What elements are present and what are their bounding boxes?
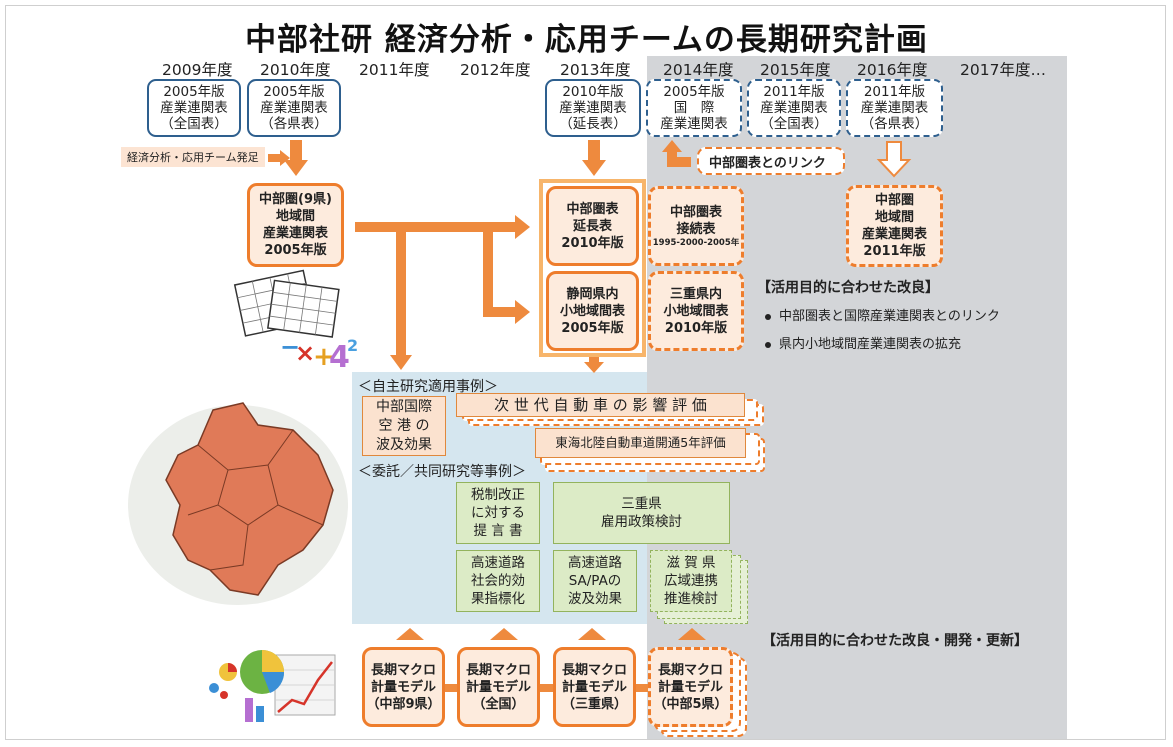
times-symbol: × (295, 339, 315, 367)
dot-blue (209, 683, 219, 693)
launch-arrow-head (280, 150, 290, 166)
year-2010: 2010年度 (260, 61, 331, 79)
model-link-3 (632, 684, 648, 692)
up-arrow-4 (678, 628, 706, 640)
down-to-panel-head (584, 362, 604, 373)
improvement-item-2: 県内小地域間産業連関表の拡充 (765, 333, 961, 352)
io-table-2011-national: 2011年版産業連関表（全国表） (747, 79, 841, 137)
branch-down-shaft (396, 232, 406, 357)
macro-model-national: 長期マクロ計量モデル（全国） (457, 647, 540, 727)
up-arrow-2 (490, 628, 518, 640)
next-gen-car-case: 次 世 代 自 動 車 の 影 響 評 価 (456, 393, 745, 417)
model-link-1 (441, 684, 457, 692)
own-research-heading: ＜自主研究適用事例＞ (358, 379, 498, 395)
link-arrow-foot (667, 157, 691, 167)
link-label: 中部圏表とのリンク (709, 156, 826, 171)
dot-red (220, 691, 228, 699)
page-title: 中部社研 経済分析・応用チームの長期研究計画 (245, 22, 928, 58)
down-arrow-2010-shaft (290, 140, 302, 160)
chubu-map-illustration (128, 402, 348, 605)
down-arrow-2013-head (582, 160, 606, 176)
shiga-regional-cooperation: 滋 賀 県広域連携推進検討 (650, 550, 732, 612)
chubu-connected-table: 中部圏表接続表 1995-2000-2005年 (648, 186, 744, 266)
macro-model-mie: 長期マクロ計量モデル（三重県） (553, 647, 636, 727)
main-branch-bar (355, 222, 515, 232)
branch-shizuoka-head (515, 300, 530, 324)
models-heading: 【活用目的に合わせた改良・開発・更新】 (762, 633, 1028, 649)
charts-illustration (209, 650, 336, 722)
page-frame (5, 5, 1166, 740)
year-2012: 2012年度 (460, 61, 531, 79)
io-table-2005-prefectural: 2005年版産業連関表（各県表） (247, 79, 341, 137)
trend-line (277, 661, 333, 713)
minus-symbol: − (280, 333, 300, 361)
year-2015: 2015年度 (760, 61, 831, 79)
down-to-panel-shaft (589, 355, 599, 363)
model-link-2 (538, 684, 554, 692)
commission-heading: ＜委託／共同研究等事例＞ (358, 464, 526, 480)
branch-shizuoka-vertical (483, 232, 493, 312)
down-arrow-2013-shaft (588, 140, 600, 160)
branch-down-head (390, 355, 412, 370)
io-table-2011-prefectural: 2011年版産業連関表（各県表） (846, 79, 943, 137)
up-arrow-1 (396, 628, 424, 640)
year-2013: 2013年度 (560, 61, 631, 79)
2013-highlight-frame (539, 179, 646, 357)
io-table-2005-national: 2005年版産業連関表（全国表） (147, 79, 241, 137)
expressway-evaluation-case: 東海北陸自動車道開通5年評価 (535, 428, 746, 458)
improvement-item-1: 中部圏表と国際産業連関表とのリンク (765, 305, 1000, 324)
launch-arrow-shaft (268, 154, 280, 162)
team-launch-tag: 経済分析・応用チーム発足 (121, 147, 265, 167)
pie-slice-blue (262, 672, 285, 693)
year-2009: 2009年度 (162, 61, 233, 79)
year-2014: 2014年度 (663, 61, 734, 79)
airport-effect-case: 中部国際空 港 の波及効果 (362, 396, 446, 456)
four-symbol: 4 (329, 340, 350, 375)
pie-slice-yellow (262, 650, 284, 672)
plus-symbol: + (313, 342, 335, 372)
up-arrow-3 (578, 628, 606, 640)
down-arrow-2010-head (284, 160, 308, 176)
spreadsheet-illustration: − × + 4 2 (233, 269, 358, 375)
tax-reform-proposal: 税制改正に対する提 言 書 (456, 482, 540, 544)
year-2016: 2016年度 (857, 61, 928, 79)
hollow-down-arrow (876, 141, 912, 178)
improvement-heading: 【活用目的に合わせた改良】 (757, 280, 939, 296)
main-branch-head (515, 215, 530, 239)
expressway-social-index: 高速道路社会的効果指標化 (456, 550, 540, 612)
year-2017: 2017年度… (960, 61, 1046, 79)
bar-purple (245, 698, 253, 722)
macro-model-chubu5: 長期マクロ計量モデル（中部5県） (648, 647, 733, 727)
year-2011: 2011年度 (359, 61, 430, 79)
io-table-2005-international: 2005年版国 際産業連関表 (646, 79, 742, 137)
squared-symbol: 2 (347, 336, 358, 355)
branch-shizuoka-horizontal (483, 307, 515, 317)
link-label-box (697, 147, 845, 175)
macro-model-chubu9: 長期マクロ計量モデル（中部9県） (362, 647, 445, 727)
bar-blue (256, 706, 264, 722)
mie-employment-policy: 三重県雇用政策検討 (553, 482, 730, 544)
io-table-2010-extended: 2010年版産業連関表（延長表） (545, 79, 641, 137)
